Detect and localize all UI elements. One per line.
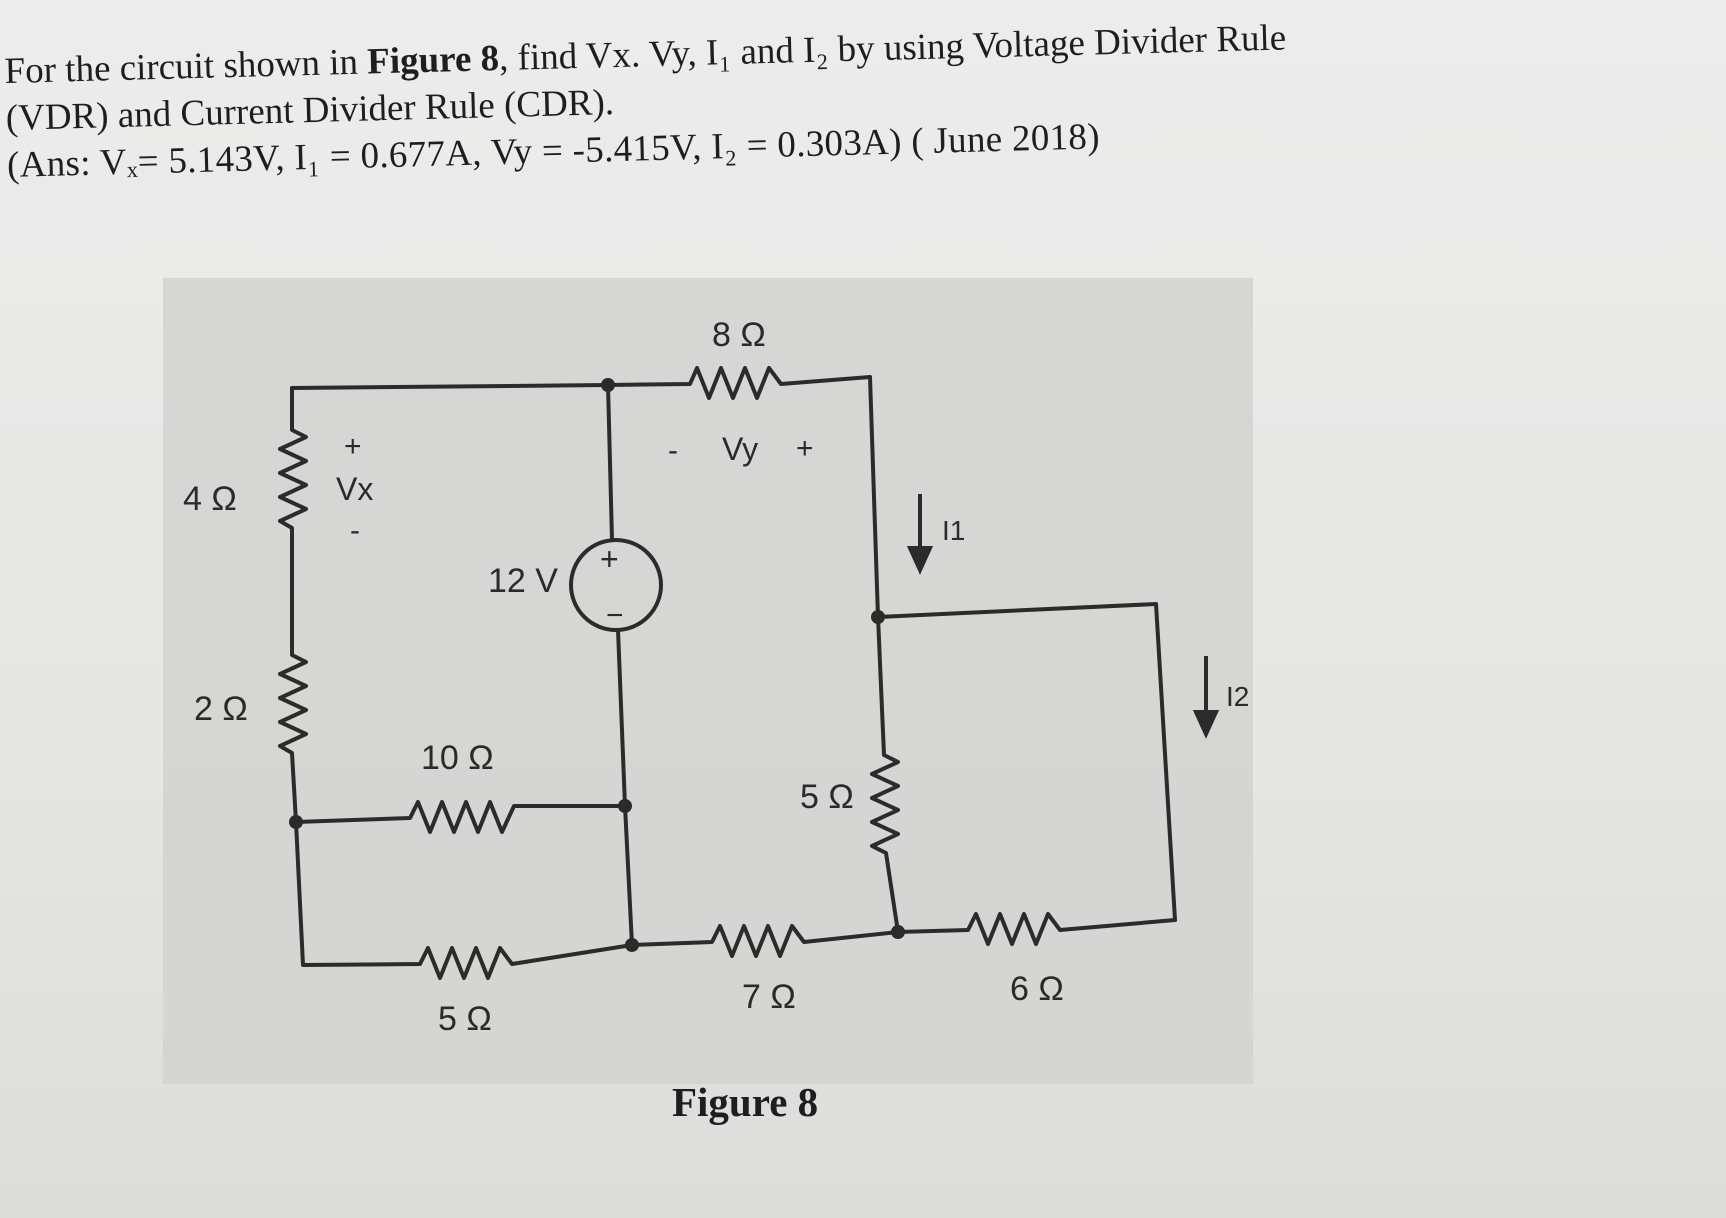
resistor-8ohm [606, 366, 872, 400]
figure-background [163, 278, 1253, 1084]
figure-caption: Figure 8 [672, 1079, 819, 1125]
current-arrows [906, 494, 1220, 739]
node-bottom-right [891, 925, 905, 939]
voltage-source-12v [569, 538, 663, 632]
circuit-nodes [289, 378, 905, 952]
label-5ohm-right: 5 Ω [800, 778, 854, 816]
node-top [601, 378, 615, 392]
resistor-7ohm [630, 924, 900, 958]
resistor-6ohm [896, 912, 1177, 946]
resistor-5ohm-bottom-left [294, 820, 634, 980]
node-middle [618, 799, 632, 813]
label-10ohm: 10 Ω [421, 739, 494, 777]
circuit-wires [278, 366, 1177, 980]
label-vy-plus: + [796, 432, 814, 465]
resistor-10ohm [294, 800, 627, 834]
label-i1: I1 [942, 515, 965, 546]
node-right [871, 610, 885, 624]
node-left [289, 815, 303, 829]
label-vx-plus: + [344, 430, 362, 463]
label-vx: Vx [336, 471, 373, 507]
label-vy-minus: - [668, 434, 678, 467]
label-source-plus: + [600, 541, 619, 577]
label-2ohm: 2 Ω [194, 690, 248, 728]
label-vy: Vy [722, 431, 758, 467]
label-12v: 12 V [488, 562, 558, 600]
label-6ohm: 6 Ω [1010, 970, 1064, 1008]
label-source-minus: − [606, 599, 624, 632]
label-i2: I2 [1226, 681, 1249, 712]
label-vx-minus: - [350, 514, 360, 547]
arrow-i2-head [1192, 710, 1220, 739]
label-7ohm: 7 Ω [742, 978, 796, 1016]
wire-right-loop [876, 602, 1177, 922]
node-bottom-middle [625, 938, 639, 952]
label-8ohm: 8 Ω [712, 316, 766, 354]
label-4ohm: 4 Ω [183, 480, 237, 518]
wire-right-upper [868, 375, 880, 619]
wire-top-left [290, 383, 610, 390]
wire-source-top [606, 383, 614, 542]
resistor-left-stack [278, 386, 308, 824]
arrow-i1-head [906, 546, 934, 575]
label-5ohm-bottom: 5 Ω [438, 1000, 492, 1038]
resistor-5ohm-right [870, 615, 900, 934]
